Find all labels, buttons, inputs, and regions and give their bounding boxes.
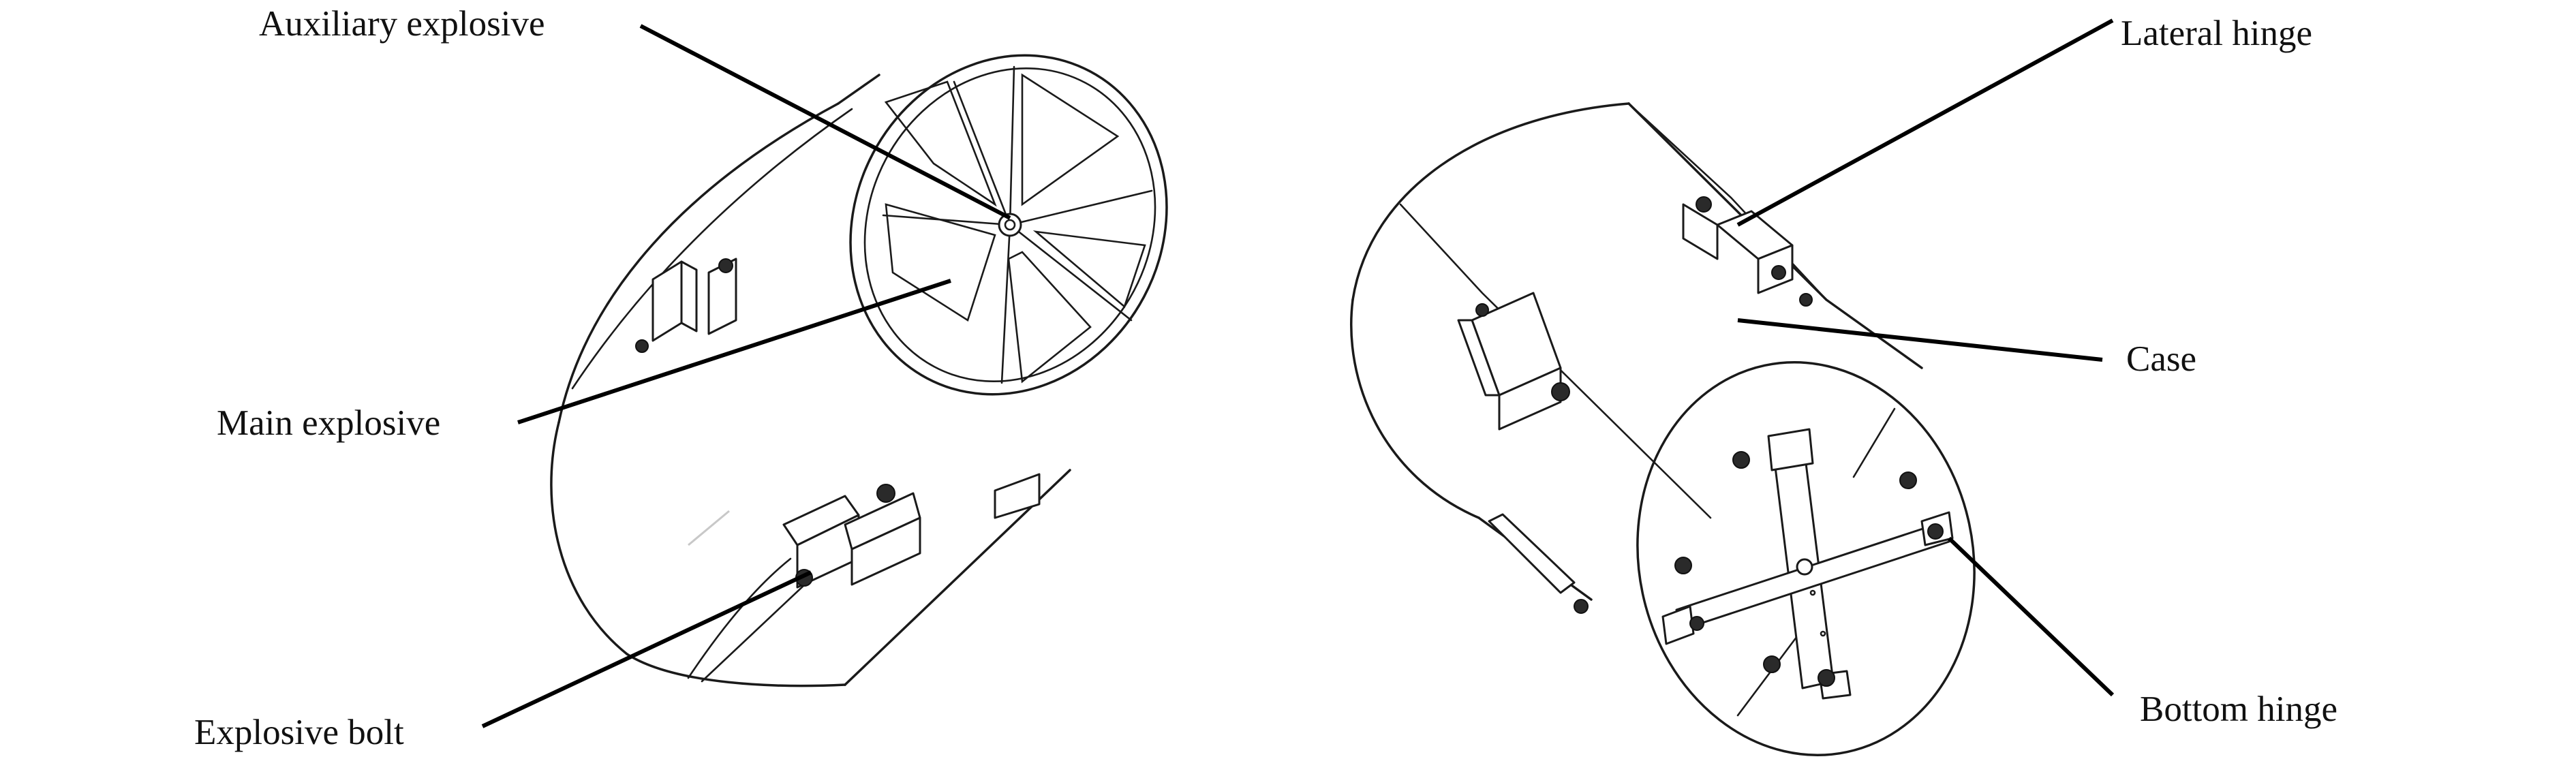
explosive-bolt-leader — [481, 570, 812, 728]
label-lateral-hinge: Lateral hinge — [2121, 14, 2312, 53]
auxiliary-explosive-core — [998, 213, 1022, 237]
right-end-face — [1636, 361, 1976, 756]
lateral-hinge-leader — [1736, 18, 2114, 227]
left-upper-hinge-brackets — [635, 258, 737, 353]
right-side-hinge — [1457, 292, 1570, 431]
case-leader — [1737, 318, 2103, 362]
label-auxiliary-explosive: Auxiliary explosive — [259, 4, 545, 44]
left-cylinder-assembly — [481, 24, 1168, 728]
bottom-cross-hinge — [1661, 428, 1954, 700]
lateral-hinge — [1682, 196, 1813, 307]
label-case: Case — [2126, 339, 2196, 379]
right-lower-bracket — [1488, 513, 1589, 614]
auxiliary-explosive-leader — [639, 24, 1011, 220]
left-end-face — [849, 54, 1168, 396]
main-explosive-leader — [517, 279, 951, 424]
main-explosive-segments — [884, 73, 1146, 384]
right-cylinder-assembly — [1350, 18, 2115, 756]
bottom-hinge-leader — [1947, 536, 2115, 697]
label-bottom-hinge: Bottom hinge — [2140, 690, 2337, 729]
left-lower-brackets — [782, 473, 1041, 589]
right-case-body — [1350, 102, 1923, 601]
label-explosive-bolt: Explosive bolt — [194, 713, 404, 752]
label-main-explosive: Main explosive — [217, 403, 440, 443]
left-case-body — [550, 74, 1071, 687]
